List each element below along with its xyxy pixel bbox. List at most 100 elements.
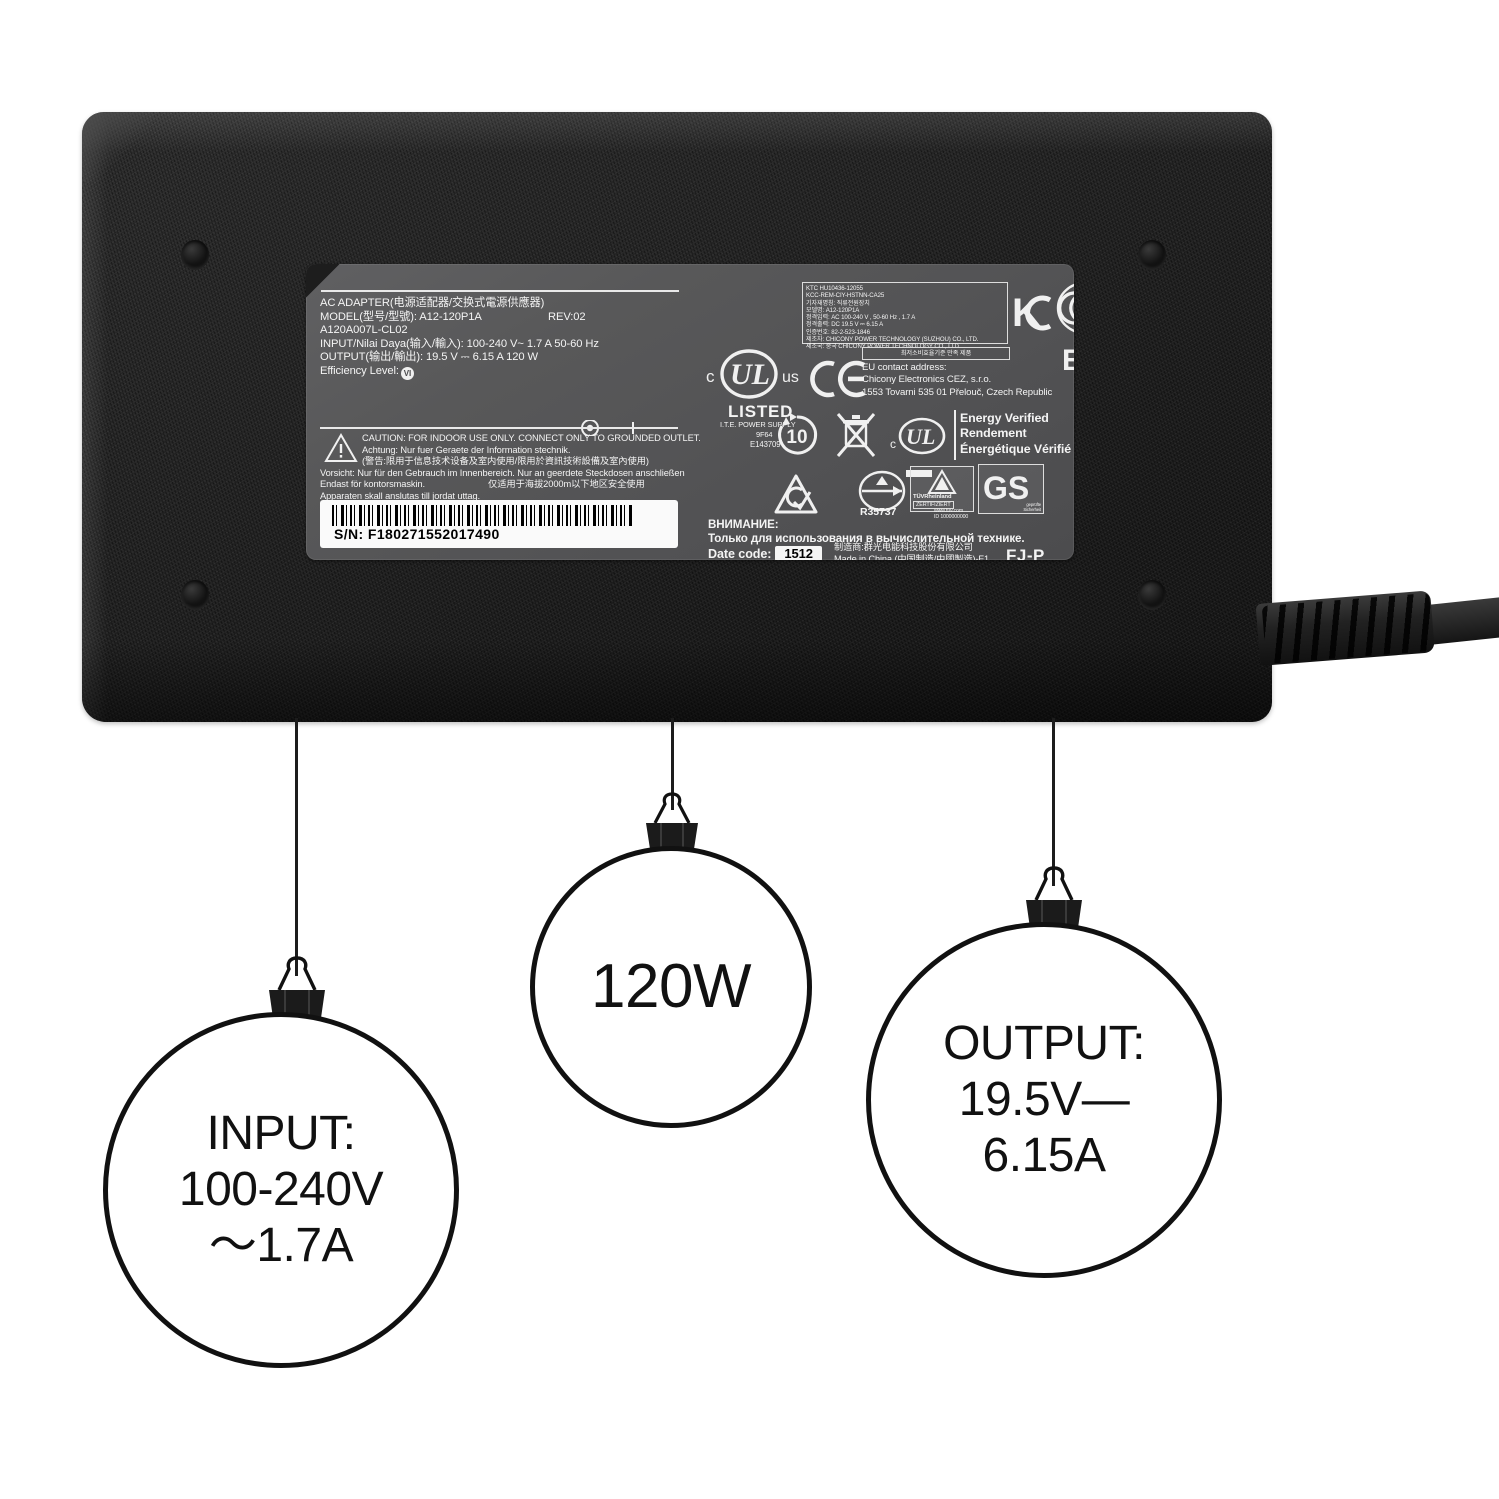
date-code-row: Date code:1512 (708, 546, 822, 560)
energy-verified-text: Energy Verified Rendement Énergétique Vé… (960, 411, 1071, 457)
output-callout-circle: OUTPUT: 19.5V— 6.15A (866, 922, 1222, 1278)
svg-text:EAC: EAC (1062, 344, 1074, 377)
input-callout-circle: INPUT: 100-240V ～1.7A (103, 1012, 459, 1368)
factory-code: FJ-P (1006, 546, 1045, 560)
label-divider-caution (320, 427, 678, 429)
kc-line-4: 모델명: A12-120P1A (806, 306, 860, 314)
svg-text:us: us (782, 369, 799, 386)
kc-line-2: KCC-REM-CIY-HSTNN-CA25 (806, 292, 885, 300)
input-line-2: 100-240V (178, 1163, 384, 1216)
caution-line-3: (警告:限用于信息技术设备及室内使用/限用於資訊技術設備及室內使用) (362, 456, 649, 467)
kc-line-8: 제조자: CHICONY POWER TECHNOLOGY (SUZHOU) C… (806, 336, 979, 344)
hanger-line-wattage (671, 718, 674, 810)
ul-file-text: E143709 (750, 440, 781, 449)
serial-value: F180271552017490 (367, 526, 500, 542)
kc-mark-icon: K (1012, 286, 1052, 343)
output-line-2: 19.5V— (958, 1073, 1130, 1126)
input-callout-text: INPUT: 100-240V ～1.7A (171, 1106, 391, 1274)
svg-text:GS: GS (983, 470, 1029, 506)
date-code-label: Date code: (708, 547, 772, 560)
label-model: MODEL(型号/型號): A12-120P1A (320, 310, 482, 323)
label-input: INPUT/Nilai Daya(输入/輸入): 100-240 V~ 1.7 … (320, 337, 599, 350)
russian-warning-line-1: ВНИМАНИЕ: (708, 518, 779, 531)
dc-output-cable (1255, 590, 1499, 682)
svg-text:c: c (706, 367, 715, 386)
caution-line-5-row: Endast för kontorsmaskin. 仅适用于海拔2000m以下地… (320, 479, 712, 491)
input-line-3: ～1.7A (208, 1219, 354, 1272)
output-callout-text: OUTPUT: 19.5V— 6.15A (935, 1016, 1153, 1184)
tuv-url-block: www.tuv.com ID 1000000000 (934, 508, 968, 520)
wattage-callout-circle: 120W (530, 846, 812, 1128)
tuv-url-text: www.tuv.com (934, 508, 964, 514)
rohs-epup-icon: 10 (774, 412, 820, 463)
energy-verified-line-1: Energy Verified (960, 411, 1049, 425)
kc-line-3: 기자재명칭: 직류전원장치 (806, 299, 870, 307)
svg-text:UL: UL (730, 358, 770, 391)
serial-number-text: S/N: F180271552017490 (334, 526, 500, 542)
eu-contact-line-1: EU contact address: (862, 362, 947, 373)
rcm-mark-icon (772, 472, 820, 523)
made-in-china: Made in China (中国制造/中國製造)-F1 (834, 553, 989, 560)
kc-line-9: 제조국: 중국 CHICONY POWER TECHNOLOGY CO., LT… (806, 343, 961, 351)
ul-listed-mark: c UL us (704, 348, 824, 409)
efficiency-level-badge: VI (400, 366, 414, 380)
weee-bin-icon (834, 410, 878, 465)
caution-line-5: Endast för kontorsmaskin. (320, 479, 425, 490)
kc-efficiency-bar: 최저소비효율기준 만족 제품 (862, 347, 1010, 360)
kc-line-6: 정격출력: DC 19.5 V ⎓ 6.15 A (806, 321, 884, 329)
barcode-icon (332, 505, 632, 526)
eu-contact-line-2: Chicony Electronics CEZ, s.r.o. (862, 374, 992, 386)
caution-line-2: Achtung: Nur fuer Geraete der Informatio… (362, 444, 571, 455)
eu-contact-address: EU contact address: Chicony Electronics … (862, 362, 1052, 399)
caution-line-4: Vorsicht: Nur für den Gebrauch im Innenb… (320, 467, 685, 478)
date-code-value: 1512 (775, 546, 822, 560)
manufacturer-cn: 制造商:群光电能科技股份有限公司 (834, 542, 973, 552)
rcm-id-text: R35737 (860, 506, 897, 518)
label-efficiency-row: Efficiency Level:VI (320, 365, 702, 380)
specification-label: AC ADAPTER(电源适配器/交换式電源供應器) MODEL(型号/型號):… (306, 264, 1074, 560)
tuv-sub-text: ZERTIFIZIERT (913, 501, 954, 509)
label-efficiency-text: Efficiency Level: (320, 364, 399, 377)
kc-line-1: KTC HU10436-12055 (806, 285, 863, 292)
label-model-row: MODEL(型号/型號): A12-120P1A REV:02 (320, 311, 702, 325)
caution-altitude-note: 仅适用于海拔2000m以下地区安全使用 (488, 479, 645, 490)
manufacturer-block: 制造商:群光电能科技股份有限公司 Made in China (中国制造/中國製… (834, 542, 989, 560)
kc-line-7: 인증번호: 82-2-523-1846 (806, 328, 870, 336)
tuv-id-text: ID 1000000000 (934, 514, 969, 520)
serial-barcode-area: S/N: F180271552017490 (320, 500, 678, 548)
tuv-brand-text: TÜVRheinland (913, 494, 952, 500)
warning-triangle-icon (324, 432, 358, 463)
label-right-column: KTC HU10436-12055 KCC-REM-CIY-HSTNN-CA25… (706, 274, 1074, 560)
ul-code-text: 9F64 (756, 430, 773, 439)
label-left-column: AC ADAPTER(电源适配器/交换式電源供應器) MODEL(型号/型號):… (320, 290, 702, 437)
label-corner-chamfer (306, 264, 340, 298)
svg-text:10: 10 (786, 427, 807, 448)
caution-line-1: CAUTION: FOR INDOOR USE ONLY. CONNECT ON… (362, 433, 701, 443)
eac-mark-icon: EAC (1062, 340, 1074, 383)
screw-hole-bottom-left (181, 580, 209, 610)
russian-warning: ВНИМАНИЕ: Только для использования в выч… (708, 518, 1025, 546)
input-line-1: INPUT: (206, 1107, 356, 1160)
screw-hole-top-left (181, 240, 209, 270)
label-rev: REV:02 (548, 310, 586, 323)
screw-hole-bottom-right (1138, 580, 1166, 610)
ul-category-text: I.T.E. POWER SUPPLY (720, 420, 796, 429)
binder-clip-output (1016, 866, 1092, 939)
ce-mark-icon (808, 358, 870, 405)
kc-info-block: KTC HU10436-12055 KCC-REM-CIY-HSTNN-CA25… (802, 282, 1008, 350)
caution-line-6: Apparaten skall anslutas till jordat utt… (320, 490, 481, 501)
svg-text:UL: UL (906, 424, 935, 449)
label-divider-top (321, 290, 679, 292)
eu-contact-line-3: 1553 Tovarni 535 01 Přelouč, Czech Repub… (862, 386, 1053, 398)
energy-verified-line-3: Énergétique Vérifié (960, 441, 1072, 456)
ccc-mark-icon: S (1056, 282, 1074, 339)
hanger-line-output (1052, 718, 1055, 886)
serial-prefix: S/N: (334, 526, 364, 542)
tuv-rheinland-mark: TÜVRheinland ZERTIFIZIERT (910, 466, 974, 512)
cul-energy-mark-icon: c UL (890, 416, 954, 463)
label-output: OUTPUT(输出/輸出): 19.5 V ⎓ 6.15 A 120 W (320, 351, 538, 364)
output-line-1: OUTPUT: (943, 1017, 1145, 1070)
svg-text:c: c (890, 437, 896, 451)
